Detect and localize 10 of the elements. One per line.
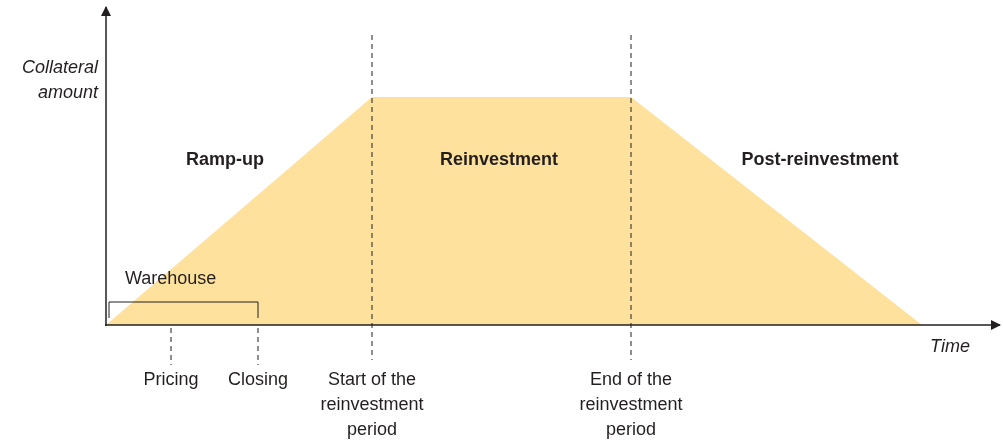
tick-label: Pricing xyxy=(142,368,200,391)
axis-title: Time xyxy=(929,335,971,358)
bracket-label: Warehouse xyxy=(125,267,218,290)
axis-title: Collateral amount xyxy=(20,56,98,104)
phase-label: Ramp-up xyxy=(185,148,265,171)
tick-label: Closing xyxy=(227,368,289,391)
tick-label: Start of the reinvestment period xyxy=(319,368,425,441)
phase-label: Reinvestment xyxy=(438,148,559,171)
tick-label: End of the reinvestment period xyxy=(578,368,684,441)
phase-label: Post-reinvestment xyxy=(740,148,900,171)
